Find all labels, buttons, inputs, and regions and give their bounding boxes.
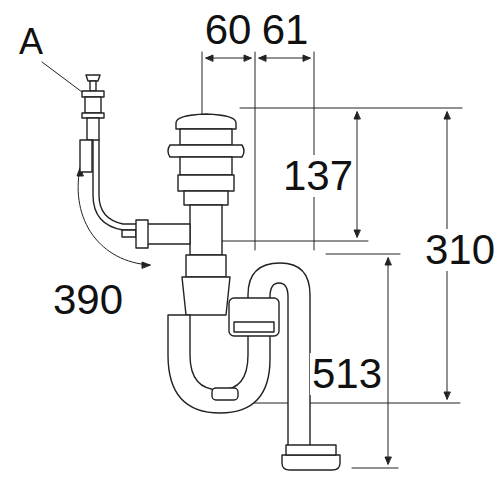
dimension-value: 60 — [203, 9, 254, 51]
pop-up-knob — [80, 75, 143, 237]
dimension-value: 310 — [423, 229, 497, 271]
dimension-lines — [42, 52, 462, 468]
dimension-value: 390 — [51, 279, 125, 321]
dimension-value: 513 — [310, 353, 384, 395]
dimension-value: 61 — [260, 9, 311, 51]
part-callout: A — [17, 24, 45, 60]
waste-body — [136, 114, 244, 315]
dimension-value: 137 — [281, 155, 355, 197]
